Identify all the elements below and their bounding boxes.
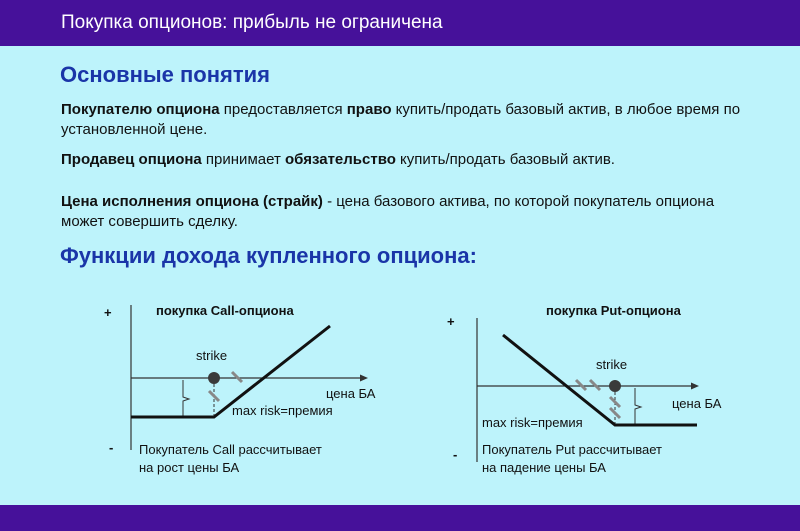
term-buyer: Покупателю опциона — [61, 101, 220, 118]
put-risk-label: max risk=премия — [482, 415, 583, 430]
put-chart-title: покупка Put-опциона — [546, 303, 681, 318]
put-premium-brace — [634, 388, 643, 424]
call-marker-1 — [230, 370, 244, 384]
call-strike-label: strike — [196, 348, 228, 363]
call-chart-title: покупка Call-опциона — [156, 303, 294, 318]
paragraph-seller: Продавец опциона принимает обязательство… — [61, 150, 741, 170]
footer-bar — [0, 505, 800, 531]
page-title: Покупка опционов: прибыль не ограничена — [61, 12, 443, 33]
call-strike-point — [208, 372, 220, 384]
paragraph-buyer: Покупателю опциона предоставляется право… — [61, 100, 741, 140]
term-seller: Продавец опциона — [61, 151, 202, 168]
call-x-arrow — [360, 374, 368, 382]
paragraph-strike: Цена исполнения опциона (страйк) - цена … — [61, 192, 741, 232]
header-bar: Покупка опционов: прибыль не ограничена — [0, 0, 800, 46]
term-strike: Цена исполнения опциона (страйк) — [61, 193, 323, 210]
call-diagram — [130, 305, 368, 450]
call-premium-brace — [182, 380, 191, 416]
put-caption-line1: Покупатель Put рассчитывает — [482, 442, 662, 457]
put-strike-label: strike — [596, 357, 628, 372]
put-plus-sign: + — [447, 314, 455, 329]
put-diagram — [476, 318, 699, 462]
call-caption-line2: на рост цены БА — [139, 460, 240, 475]
call-payoff-line — [131, 324, 331, 419]
call-risk-label: max risk=премия — [232, 403, 333, 418]
text: - цена базового актива, по которой покуп… — [61, 193, 715, 230]
call-caption-line1: Покупатель Call рассчитывает — [139, 442, 322, 457]
put-marker-1 — [574, 378, 588, 392]
text: принимает — [201, 151, 285, 168]
term-right: право — [346, 101, 392, 118]
term-obligation: обязательство — [284, 151, 396, 168]
text: купить/продать базовый актив. — [395, 151, 615, 168]
text: купить/продать базовый актив, в любое вр… — [61, 101, 741, 138]
call-x-label: цена БА — [326, 386, 376, 401]
call-minus-sign: - — [109, 440, 114, 455]
section-heading-basics: Основные понятия — [60, 62, 271, 87]
put-marker-2 — [588, 378, 602, 392]
put-payoff-line — [502, 333, 697, 427]
put-marker-3 — [608, 395, 622, 409]
call-plus-sign: + — [104, 305, 112, 320]
put-strike-point — [609, 380, 621, 392]
put-caption-line2: на падение цены БА — [482, 460, 606, 475]
put-minus-sign: - — [453, 447, 458, 462]
put-x-arrow — [691, 382, 699, 390]
put-marker-4 — [608, 406, 622, 420]
call-marker-2 — [207, 389, 221, 403]
text: предоставляется — [219, 101, 347, 118]
section-heading-payoff: Функции дохода купленного опциона: — [60, 243, 477, 268]
put-x-label: цена БА — [672, 396, 722, 411]
